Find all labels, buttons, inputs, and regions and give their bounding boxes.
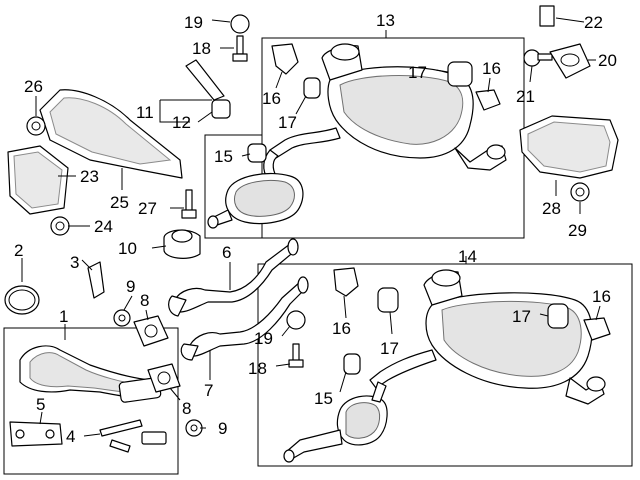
callout-23: 23: [80, 167, 99, 186]
callout-1: 1: [59, 307, 68, 326]
callout-17c: 17: [380, 339, 399, 358]
callout-27: 27: [138, 199, 157, 218]
intermediate-pipe-6: [168, 238, 299, 317]
callout-13: 13: [376, 11, 395, 30]
front-muffler-upper: [207, 173, 304, 229]
callout-5: 5: [36, 395, 45, 414]
hanger-16b: [475, 89, 501, 111]
callout-17a: 17: [408, 63, 427, 82]
rear-muffler-lower: [369, 269, 606, 405]
exhaust-manifold: [19, 345, 162, 403]
callout-7: 7: [204, 381, 213, 400]
callout-8b: 8: [182, 399, 191, 418]
gasket-8a: [133, 315, 169, 347]
callout-16c: 16: [332, 319, 351, 338]
insulator-17a: [447, 61, 473, 87]
callout-19a: 19: [184, 13, 203, 32]
leader-lines: [21, 17, 601, 437]
callout-18b: 18: [248, 359, 267, 378]
callout-26: 26: [24, 77, 43, 96]
nut-29: [570, 182, 590, 202]
heat-shield-25: [39, 89, 183, 179]
callout-15b: 15: [314, 389, 333, 408]
intermediate-pipe-7: [180, 276, 309, 361]
clamp-2: [4, 285, 40, 315]
bracket-3: [87, 261, 105, 299]
bolt-18b: [288, 343, 304, 368]
callout-16b: 16: [482, 59, 501, 78]
nut-9a: [113, 309, 131, 327]
callout-20: 20: [598, 51, 617, 70]
callout-2: 2: [14, 241, 23, 260]
heat-shield-28: [519, 115, 619, 179]
nut-19b: [286, 310, 306, 330]
callout-3: 3: [70, 253, 79, 272]
callout-19b: 19: [254, 329, 273, 348]
insulator-15b: [343, 353, 361, 375]
callout-14: 14: [458, 247, 477, 266]
nut-24: [50, 216, 70, 236]
rear-muffler-upper: [263, 43, 507, 181]
tip-bracket-22: [539, 5, 555, 27]
callout-17b: 17: [278, 113, 297, 132]
callout-4: 4: [66, 427, 75, 446]
nut-26: [26, 116, 46, 136]
gasket-8b: [147, 363, 181, 393]
front-muffler-lower: [283, 381, 388, 463]
insulator-15a: [247, 143, 267, 163]
callout-12: 12: [172, 113, 191, 132]
clamp-10: [163, 229, 201, 259]
gasket-5: [9, 421, 63, 447]
assembly-box-1: [3, 327, 179, 475]
callout-16d: 16: [592, 287, 611, 306]
bolt-27: [181, 189, 197, 219]
assembly-box-13-ext: [204, 134, 262, 239]
nut-9b: [185, 419, 203, 437]
insulator-17d: [547, 303, 569, 329]
callout-28: 28: [542, 199, 561, 218]
callout-11: 11: [136, 103, 154, 122]
callout-6: 6: [222, 243, 231, 262]
callout-17d: 17: [512, 307, 531, 326]
callout-18a: 18: [192, 39, 211, 58]
callout-24: 24: [94, 217, 113, 236]
hanger-16a: [271, 43, 299, 75]
hanger-16c: [333, 267, 359, 297]
callout-29: 29: [568, 221, 587, 240]
exhaust-tip-20: [549, 43, 591, 79]
insulator-17c: [377, 287, 399, 313]
insulator-12: [211, 99, 231, 119]
heat-shield-23: [7, 145, 69, 215]
callout-8a: 8: [140, 291, 149, 310]
hanger-16d: [583, 317, 611, 341]
callout-21: 21: [516, 87, 535, 106]
callout-22: 22: [584, 13, 603, 32]
callout-16a: 16: [262, 89, 281, 108]
assembly-box-14: [257, 263, 633, 467]
callout-15a: 15: [214, 147, 233, 166]
callout-25: 25: [110, 193, 129, 212]
nut-19a: [230, 14, 250, 34]
insulator-17b: [303, 77, 321, 99]
callout-9a: 9: [126, 277, 135, 296]
callout-9b: 9: [218, 419, 227, 438]
nut-21: [523, 49, 553, 67]
callout-10: 10: [118, 239, 137, 258]
bolt-18a: [232, 35, 248, 62]
bolts-4: [99, 419, 167, 453]
hanger-bracket-11: [185, 59, 225, 101]
